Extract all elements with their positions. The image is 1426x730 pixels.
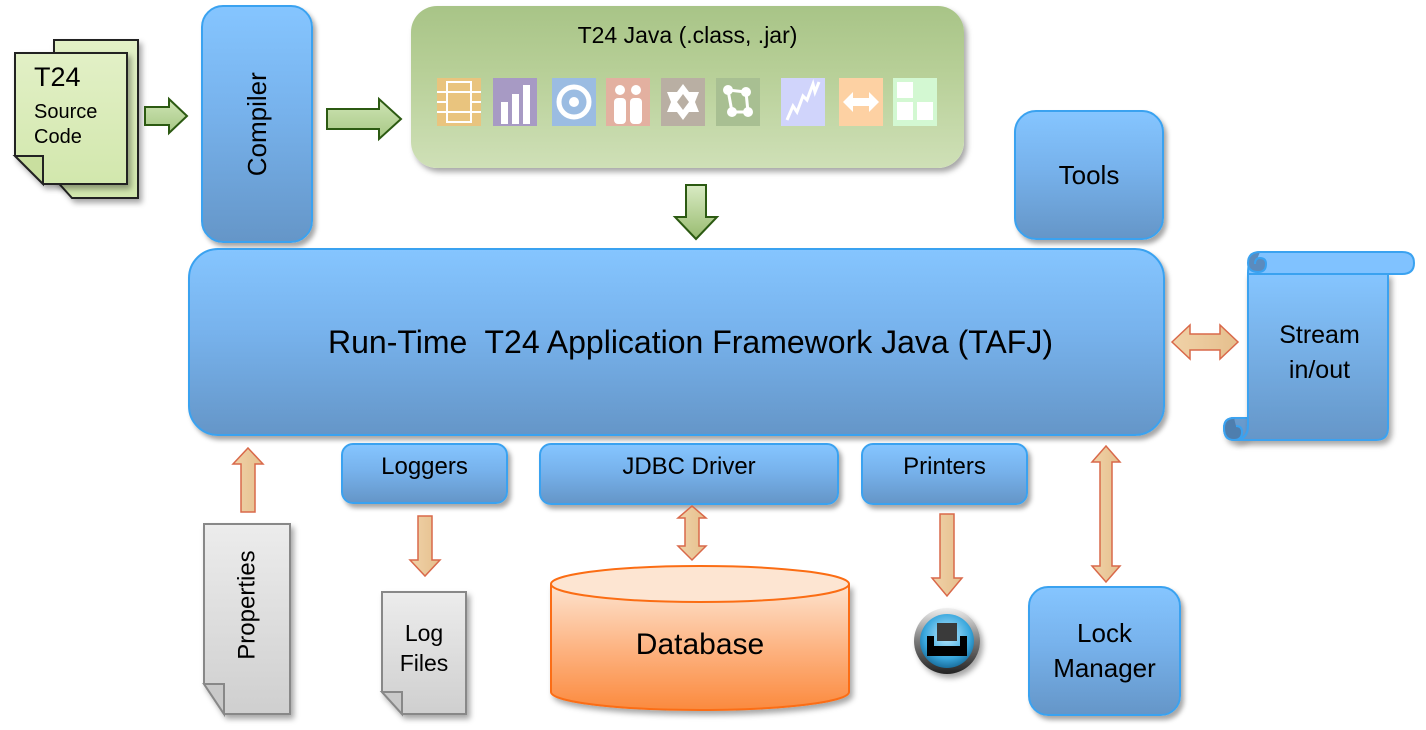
java-box-title: T24 Java (.class, .jar) <box>577 22 798 48</box>
stream-line2: in/out <box>1288 356 1351 384</box>
blocks-icon <box>893 78 937 126</box>
arrow-properties-to-runtime <box>231 446 265 513</box>
arrow-java-to-runtime <box>672 184 720 241</box>
document-icon <box>379 591 467 717</box>
source-code-document: T24 Source Code <box>10 39 145 199</box>
database-label: Database <box>635 628 765 661</box>
log-files-document: Log Files <box>379 590 470 718</box>
properties-label: Properties <box>234 549 262 660</box>
lock-manager-line2: Manager <box>1053 653 1156 683</box>
arrow-printers-to-printer <box>930 513 964 598</box>
java-classes-box: T24 Java (.class, .jar) <box>411 6 964 168</box>
trend-line-icon <box>781 78 825 126</box>
network-nodes-icon <box>716 78 760 126</box>
stream-scroll: Stream in/out <box>1222 250 1422 442</box>
document-stack-icon <box>12 39 139 199</box>
jdbc-driver-box: JDBC Driver <box>539 443 839 505</box>
log-files-line1: Log <box>404 620 444 646</box>
grid-chip-icon <box>437 78 481 126</box>
source-code-line1: Source <box>34 101 98 123</box>
tools-label: Tools <box>1058 159 1120 190</box>
source-code-title: T24 <box>34 62 81 92</box>
double-arrow-icon <box>839 78 883 126</box>
lock-manager-line1: Lock <box>1077 618 1132 648</box>
source-code-line2: Code <box>34 126 82 148</box>
arrow-jdbc-database <box>675 505 709 562</box>
printer-icon <box>914 608 980 674</box>
gear-star-icon <box>661 78 705 126</box>
document-icon <box>202 523 291 718</box>
stream-line1: Stream <box>1279 321 1360 349</box>
log-files-line2: Files <box>399 650 449 676</box>
runtime-label: Run-Time T24 Application Framework Java … <box>328 323 1053 360</box>
tools-box: Tools <box>1014 110 1164 240</box>
jdbc-driver-label: JDBC Driver <box>622 453 756 480</box>
arrow-loggers-to-logfiles <box>408 515 442 578</box>
compiler-box: Compiler <box>201 5 313 243</box>
people-icon <box>606 78 650 126</box>
loggers-label: Loggers <box>381 453 468 480</box>
database-icon <box>550 565 850 711</box>
lock-manager-box: Lock Manager <box>1028 586 1181 716</box>
properties-document: Properties <box>202 522 294 718</box>
printers-label: Printers <box>903 453 986 480</box>
target-icon <box>552 78 596 126</box>
java-icon-row <box>411 78 964 128</box>
bar-chart-icon <box>493 78 537 126</box>
compiler-label: Compiler <box>241 71 272 177</box>
printers-box: Printers <box>861 443 1028 505</box>
arrow-runtime-stream <box>1170 323 1240 361</box>
arrow-source-to-compiler <box>144 96 189 136</box>
loggers-box: Loggers <box>341 443 508 504</box>
database-cylinder: Database <box>548 564 852 714</box>
scroll-shape-icon <box>1222 251 1416 442</box>
arrow-runtime-lockmanager <box>1090 444 1122 584</box>
runtime-framework-box: Run-Time T24 Application Framework Java … <box>188 248 1165 436</box>
arrow-compiler-to-java <box>326 96 403 142</box>
